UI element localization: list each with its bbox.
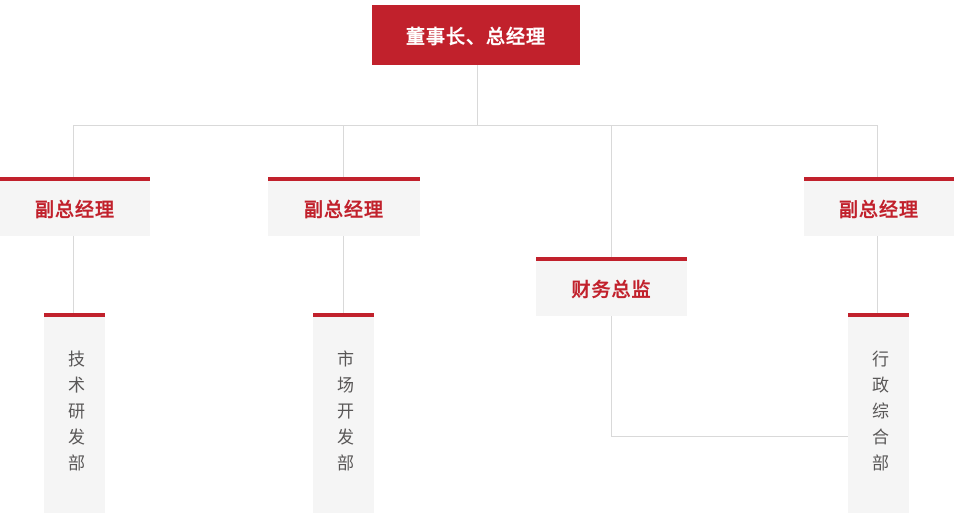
connector-drop-finance: [611, 125, 612, 257]
connector-main-horizontal: [73, 125, 878, 126]
connector-deputy-3-dept: [877, 236, 878, 313]
org-node-dept-tech-rd: 技术研发部: [44, 313, 105, 513]
org-node-deputy-gm-2: 副总经理: [268, 177, 420, 236]
org-node-chairman-general-manager: 董事长、总经理: [372, 5, 580, 65]
connector-drop-deputy-2: [343, 125, 344, 177]
connector-drop-deputy-3: [877, 125, 878, 177]
connector-finance-down: [611, 316, 612, 436]
org-node-label: 副总经理: [303, 200, 384, 221]
org-node-deputy-gm-1: 副总经理: [0, 177, 150, 236]
org-node-dept-admin: 行政综合部: [848, 313, 909, 513]
org-node-deputy-gm-3: 副总经理: [804, 177, 954, 236]
org-node-label: 副总经理: [34, 200, 115, 221]
org-node-label: 行政综合部: [869, 350, 888, 480]
org-node-label: 副总经理: [838, 200, 919, 221]
connector-deputy-1-dept: [73, 236, 74, 313]
connector-root-drop: [477, 65, 478, 125]
connector-finance-to-admin: [611, 436, 848, 437]
org-node-label: 财务总监: [571, 280, 652, 301]
org-node-label: 技术研发部: [65, 350, 84, 480]
connector-drop-deputy-1: [73, 125, 74, 177]
connector-deputy-2-dept: [343, 236, 344, 313]
org-node-finance-director: 财务总监: [536, 257, 687, 316]
org-node-label: 董事长、总经理: [405, 26, 546, 48]
org-node-label: 市场开发部: [334, 350, 353, 480]
org-node-dept-market-dev: 市场开发部: [313, 313, 374, 513]
